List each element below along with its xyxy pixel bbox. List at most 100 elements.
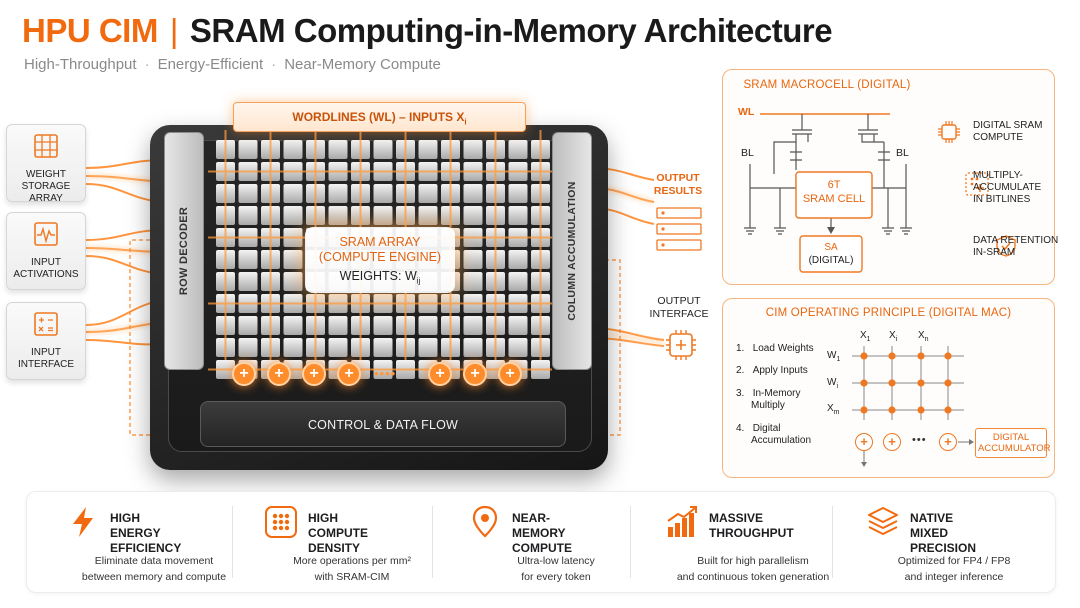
col-label-x1-sub: 1 <box>866 336 871 343</box>
wordlines-label: WORDLINES (WL) – INPUTS X <box>292 110 465 124</box>
mac-ellipsis: ••• <box>912 434 927 446</box>
weights-label: WEIGHTS: Wij <box>305 269 455 286</box>
bl-right-label: BL <box>896 147 909 159</box>
row-label-w1: W1 <box>827 350 840 363</box>
macrocell-schematic <box>744 113 912 273</box>
legend-2-line-2: ACCUMULATE <box>973 182 1042 193</box>
sram-cell <box>508 206 528 225</box>
feature-near-memory-desc-2: for every token <box>521 571 591 583</box>
layers-icon <box>868 507 898 535</box>
wl-label: WL <box>738 106 755 118</box>
mac-adder-icon: + <box>855 433 873 451</box>
bar-chart-icon <box>667 506 697 537</box>
sram-cell <box>373 140 393 159</box>
col-label-xi-sub: i <box>895 336 898 343</box>
tag-energy-efficient: Energy-Efficient <box>157 56 264 73</box>
col-label-xn-base: X <box>918 330 925 341</box>
sram-cell <box>373 206 393 225</box>
adder-icon: + <box>302 362 326 386</box>
sram-cell <box>238 206 258 225</box>
sram-cell <box>328 316 348 335</box>
sram-cell <box>508 272 528 291</box>
sram-cell <box>283 338 303 357</box>
output-interface-1: OUTPUT <box>657 295 701 307</box>
sense-amp-label-2: (DIGITAL) <box>808 255 854 266</box>
adder-icon: + <box>428 362 452 386</box>
mac-grid-diagram <box>852 346 964 467</box>
feature-throughput-title-1: MASSIVE <box>709 511 764 525</box>
accumulator-line-1: DIGITAL <box>992 432 1030 443</box>
step-4-num: 4. <box>736 423 745 434</box>
row-decoder-label: ROW DECODER <box>178 206 190 296</box>
macrocell-title: SRAM MACROCELL (DIGITAL) <box>743 79 911 91</box>
step-3-text-2: Multiply <box>751 400 785 411</box>
sram-cell <box>463 184 483 203</box>
page-title: HPU CIM|SRAM Computing-in-Memory Archite… <box>22 12 833 50</box>
step-1: 1. Load Weights <box>736 343 814 355</box>
bl-left-label: BL <box>741 147 754 159</box>
row-label-w1-base: W <box>827 350 837 361</box>
row-label-wi-sub: i <box>836 383 839 390</box>
sense-amp-label-1: SA <box>824 242 838 253</box>
sense-amp-label: SA (DIGITAL) <box>800 241 862 267</box>
sram-cell <box>238 272 258 291</box>
arrow-right-icon <box>958 439 974 445</box>
chip-icon <box>938 121 960 143</box>
feature-density-desc-2: with SRAM-CIM <box>314 571 390 583</box>
input-interface-label: INPUT INTERFACE <box>17 347 75 370</box>
sram-cell <box>328 184 348 203</box>
col-label-x1: X1 <box>860 330 871 343</box>
sram-cell <box>328 140 348 159</box>
feature-throughput-desc-2: and continuous token generation <box>676 571 830 583</box>
sram-cell <box>463 206 483 225</box>
sram-cell <box>508 184 528 203</box>
weights-text: WEIGHTS: W <box>339 269 417 283</box>
legend-data-retention: DATA RETENTION IN-SRAM <box>973 235 1058 259</box>
step-3: 3. In-Memory Multiply <box>736 388 800 412</box>
row-label-xm: Xm <box>827 403 840 416</box>
location-pin-icon <box>472 505 498 538</box>
input-activations-box: INPUT ACTIVATIONS <box>6 212 86 290</box>
sram-cell <box>238 140 258 159</box>
chip-icon <box>666 330 696 360</box>
feature-divider <box>432 506 433 578</box>
adder-icon: + <box>337 362 361 386</box>
weight-storage-label: WEIGHT STORAGE ARRAY <box>21 169 71 204</box>
tag-dot: · <box>271 56 277 73</box>
tag-high-throughput: High-Throughput <box>24 56 137 73</box>
legend-1-line-1: DIGITAL SRAM <box>973 120 1043 131</box>
sram-cell <box>418 338 438 357</box>
feature-divider <box>232 506 233 578</box>
feature-divider <box>630 506 631 578</box>
input-activations-label: INPUT ACTIVATIONS <box>13 257 79 280</box>
control-data-flow-bar: CONTROL & DATA FLOW <box>200 401 566 447</box>
sram-cell <box>463 338 483 357</box>
output-results-2: RESULTS <box>653 185 703 197</box>
adder-icon: + <box>463 362 487 386</box>
col-label-xi-base: X <box>889 330 896 341</box>
legend-3-line-2: IN-SRAM <box>973 247 1016 258</box>
subtitle-tags: High-Throughput·Energy-Efficient·Near-Me… <box>24 56 441 73</box>
sram-cell <box>508 338 528 357</box>
control-data-flow-label: CONTROL & DATA FLOW <box>307 418 459 432</box>
title-separator: | <box>169 12 179 49</box>
shield-check-icon <box>996 235 1016 257</box>
wordlines-sub: i <box>464 117 467 127</box>
feature-density-title-1: HIGH COMPUTE <box>308 511 368 540</box>
legend-digital-compute: DIGITAL SRAM COMPUTE <box>973 120 1042 144</box>
col-label-xn: Xn <box>918 330 929 343</box>
legend-1-line-2: COMPUTE <box>973 132 1023 143</box>
sram-cell <box>418 316 438 335</box>
digital-accumulator-box: DIGITAL ACCUMULATOR <box>975 428 1051 458</box>
row-label-xm-sub: m <box>833 409 840 416</box>
sram-array-title: SRAM ARRAY (COMPUTE ENGINE) <box>305 235 455 265</box>
sram-cell <box>418 184 438 203</box>
grid-icon <box>34 134 58 158</box>
sram-cell <box>508 140 528 159</box>
